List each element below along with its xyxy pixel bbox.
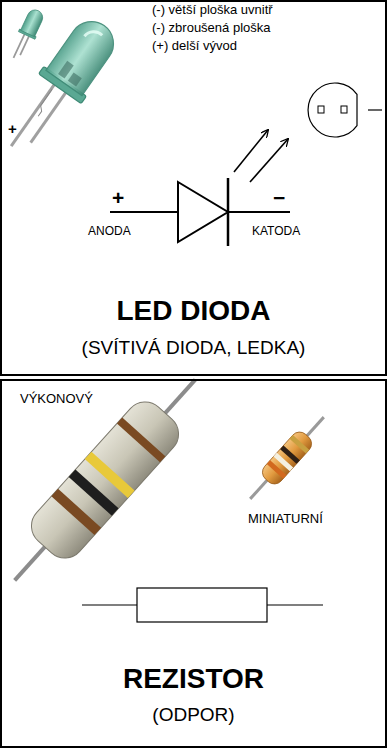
- led-photo-small-part: [20, 36, 29, 55]
- led-footprint-part: [341, 106, 347, 113]
- power-resistor-photo-part: [15, 380, 196, 581]
- led-photo-small-part: [14, 34, 25, 57]
- power-resistor-photo: [0, 360, 217, 599]
- led-footprint-part: [368, 109, 382, 110]
- card-panel: LED DIODA (SVÍTIVÁ DIODA, LEDKA): [0, 0, 387, 376]
- led-photo-part: [46, 13, 122, 96]
- note-text: (-) zbroušená ploška: [152, 21, 271, 36]
- pin-polarity: +: [112, 186, 124, 210]
- miniature-resistor-photo-part: [250, 417, 324, 499]
- pin-polarity: +: [8, 120, 17, 137]
- resistor-symbol-part: [267, 604, 323, 605]
- led-photo-part: [35, 89, 55, 116]
- note-text: (+) delší vývod: [152, 39, 237, 54]
- panel-heading: LED DIODA: [2, 295, 385, 327]
- miniature-resistor-photo: [242, 410, 332, 506]
- panel-subheading: (SVÍTIVÁ DIODA, LEDKA): [2, 337, 385, 359]
- pin-name: ANODA: [88, 225, 131, 239]
- part-name: VÝKONOVÝ: [20, 392, 93, 407]
- note-text: (-) větší ploška uvnitř: [152, 3, 273, 18]
- led-footprint-part: [308, 83, 357, 137]
- led-symbol-part: [234, 130, 268, 172]
- power-resistor-photo-part: [85, 452, 135, 498]
- resistor-symbol: [82, 588, 323, 622]
- pin-polarity: −: [273, 186, 285, 210]
- miniature-resistor-photo-part: [280, 445, 300, 463]
- led-footprint-part: [318, 106, 324, 113]
- led-footprint: [308, 83, 382, 137]
- led-symbol-part: [178, 182, 228, 242]
- power-resistor-photo-part: [117, 417, 165, 462]
- miniature-resistor-photo-part: [290, 435, 310, 453]
- led-photo: [0, 11, 125, 165]
- led-photo-small-part: [21, 7, 46, 36]
- panel-heading: REZISTOR: [2, 663, 385, 695]
- led-symbol-part: [250, 139, 288, 182]
- power-resistor-photo-part: [23, 394, 187, 567]
- led-symbol-part: [110, 211, 178, 213]
- led-photo-part: [31, 89, 69, 143]
- led-photo-part: [68, 73, 82, 87]
- resistor-symbol-part: [82, 604, 137, 605]
- resistor-symbol-part: [137, 588, 267, 622]
- led-photo-small: [7, 7, 46, 63]
- miniature-resistor-photo-part: [259, 428, 315, 487]
- led-photo-part: [84, 27, 102, 44]
- panel-subheading: (ODPOR): [2, 704, 385, 726]
- led-symbol-part: [228, 211, 290, 213]
- pin-name: KATODA: [252, 225, 300, 239]
- card-panel: REZISTOR (ODPOR): [0, 379, 387, 748]
- part-name: MINIATURNÍ: [248, 512, 323, 527]
